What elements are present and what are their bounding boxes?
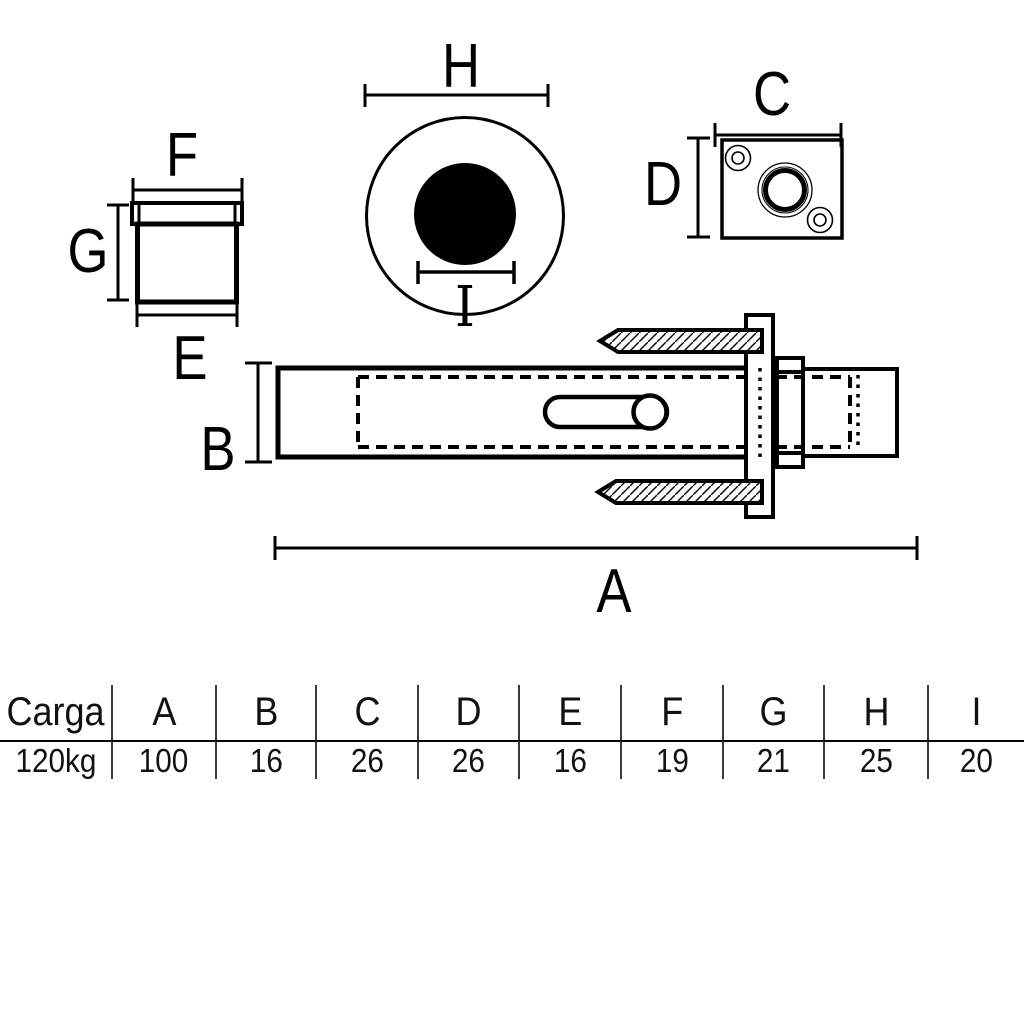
- nut-collar: [775, 356, 805, 469]
- cap-body-outline: [135, 221, 239, 305]
- center-hole-outer-ring: [757, 162, 813, 218]
- dim-label-c: C: [753, 60, 791, 129]
- table-header-cell: G: [722, 685, 823, 740]
- dim-label-h: H: [442, 32, 480, 101]
- spike-top: [596, 328, 764, 354]
- dim-label-i: I: [455, 274, 475, 339]
- hidden-bolt-profile: [356, 375, 852, 449]
- table-header-cell: Carga: [0, 685, 111, 740]
- outer-circle: [365, 116, 565, 316]
- dim-label-f: F: [166, 121, 198, 190]
- table-header-label: F: [661, 690, 683, 734]
- table-header-cell: I: [927, 685, 1024, 740]
- front-view: [363, 84, 565, 316]
- table-value-label: 16: [553, 741, 587, 779]
- dimension-line-f: [131, 178, 244, 201]
- dim-label-g: G: [68, 217, 109, 286]
- table-value-cell: 25: [823, 740, 927, 779]
- table-header-label: G: [759, 690, 788, 734]
- dim-label-e: E: [172, 324, 207, 393]
- dimension-line-d: [687, 136, 710, 239]
- table-header-label: A: [151, 690, 177, 734]
- dim-label-d: D: [644, 150, 682, 219]
- table-header-label: D: [455, 690, 482, 734]
- dimension-line-i: [416, 261, 516, 284]
- screw-hole-bottom-right-outer: [806, 206, 834, 234]
- table-value-cell: 16: [518, 740, 620, 779]
- center-hole-mid-ring: [761, 166, 809, 214]
- anchor-side-view: [245, 313, 919, 560]
- table-header-label: E: [557, 690, 583, 734]
- table-value-label: 100: [139, 741, 189, 779]
- dimension-line-e: [135, 304, 239, 327]
- bore-circle: [414, 163, 516, 265]
- dimension-line-a: [273, 536, 919, 560]
- table-value-cell: 26: [417, 740, 518, 779]
- table-value-label: 26: [451, 741, 486, 779]
- table-value-label: 120kg: [15, 741, 96, 779]
- spike-bottom: [594, 479, 764, 505]
- slot-pin-end-circle: [631, 393, 669, 431]
- table-value-cell: 120kg: [0, 740, 111, 779]
- table-value-cell: 100: [111, 740, 215, 779]
- dimensions-table: Carga A B C D E F G H I 120kg 100 16 26 …: [0, 685, 1024, 779]
- dimension-line-h: [363, 84, 550, 107]
- dimension-line-g: [107, 203, 129, 302]
- table-value-label: 26: [350, 741, 384, 779]
- table-value-cell: 26: [315, 740, 417, 779]
- table-value-cell: 20: [927, 740, 1024, 779]
- table-header-cell: D: [417, 685, 518, 740]
- table-header-label: H: [862, 690, 889, 734]
- table-header-cell: E: [518, 685, 620, 740]
- dim-label-a: A: [596, 557, 632, 626]
- plate-view: [687, 123, 844, 240]
- table-value-cell: 21: [722, 740, 823, 779]
- dimension-line-b: [245, 361, 272, 464]
- screw-hole-top-left-outer: [724, 144, 752, 172]
- table-header-cell: A: [111, 685, 215, 740]
- dimension-labels: F G E H I C D B A: [68, 32, 792, 626]
- table-value-cell: 16: [215, 740, 315, 779]
- table-value-label: 21: [756, 741, 791, 779]
- center-hole-thick-ring: [763, 168, 807, 212]
- table-header-cell: F: [620, 685, 722, 740]
- table-header-cell: C: [315, 685, 417, 740]
- table-header-cell: B: [215, 685, 315, 740]
- table-value-label: 19: [655, 741, 689, 779]
- plate-outline: [720, 138, 844, 240]
- table-value-cell: 19: [620, 740, 722, 779]
- dim-label-b: B: [200, 415, 235, 484]
- screw-hole-top-left-inner: [731, 151, 745, 165]
- table-header-label: C: [353, 690, 380, 734]
- sleeve-outline: [275, 365, 755, 460]
- table-header-cell: H: [823, 685, 927, 740]
- cap-flange-outline: [130, 201, 244, 226]
- screw-hole-bottom-right-inner: [813, 213, 827, 227]
- table-value-label: 20: [959, 741, 994, 779]
- table-value-label: 16: [249, 741, 283, 779]
- cap-side-view: [107, 178, 244, 327]
- table-header-label: I: [971, 690, 982, 734]
- table-value-label: 25: [859, 741, 893, 779]
- end-segment-outline: [801, 367, 899, 458]
- table-header-label: B: [253, 690, 279, 734]
- table-header-label: Carga: [6, 690, 105, 734]
